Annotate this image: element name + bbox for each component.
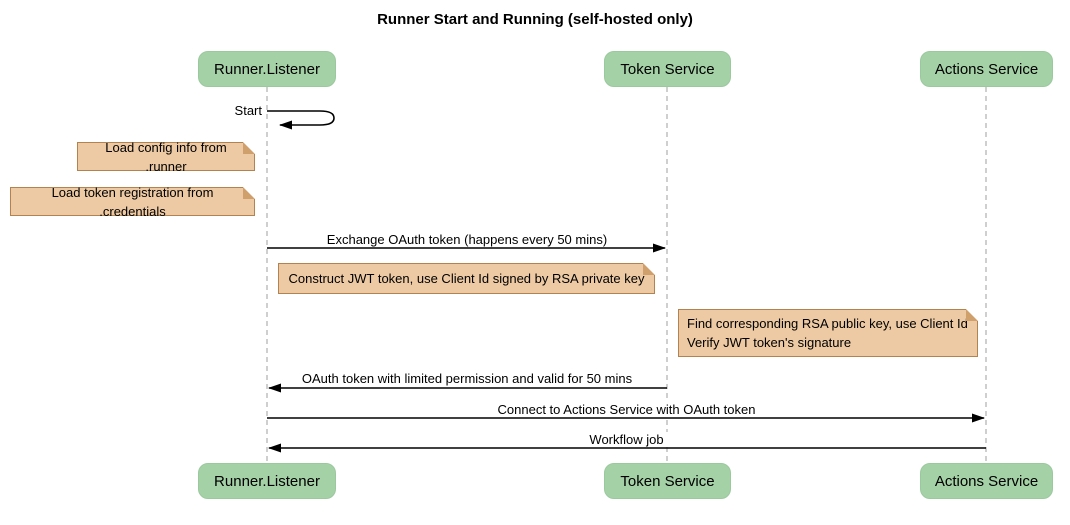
note-text: Construct JWT token, use Client Id signe… xyxy=(288,271,645,286)
participant-label: Runner.Listener xyxy=(214,60,320,78)
participant-label: Actions Service xyxy=(934,472,1039,490)
message-label-oauth-return: OAuth token with limited permission and … xyxy=(267,371,667,386)
participant-token-service-top: Token Service xyxy=(604,51,731,87)
message-label-connect-actions: Connect to Actions Service with OAuth to… xyxy=(267,402,986,417)
participant-label: Token Service xyxy=(620,60,715,78)
participant-runner-listener-top: Runner.Listener xyxy=(198,51,336,87)
message-label-exchange-oauth: Exchange OAuth token (happens every 50 m… xyxy=(267,232,667,247)
message-label-workflow-job: Workflow job xyxy=(267,432,986,447)
participant-label: Token Service xyxy=(620,472,715,490)
note-text: Find corresponding RSA public key, use C… xyxy=(687,316,968,350)
participant-runner-listener-bottom: Runner.Listener xyxy=(198,463,336,499)
message-line-start-self-loop xyxy=(267,110,335,130)
participant-actions-service-top: Actions Service xyxy=(920,51,1053,87)
note-load-token-registration: Load token registration from .credential… xyxy=(10,185,255,219)
participant-label: Runner.Listener xyxy=(214,472,320,490)
note-load-config: Load config info from .runner xyxy=(77,140,255,174)
note-construct-jwt: Construct JWT token, use Client Id signe… xyxy=(278,263,655,294)
participant-token-service-bottom: Token Service xyxy=(604,463,731,499)
note-verify-jwt: Find corresponding RSA public key, use C… xyxy=(678,309,978,357)
note-text: Load config info from .runner xyxy=(105,139,227,174)
diagram-title: Runner Start and Running (self-hosted on… xyxy=(377,11,693,28)
message-label-start: Start xyxy=(234,103,262,118)
participant-actions-service-bottom: Actions Service xyxy=(920,463,1053,499)
note-text: Load token registration from .credential… xyxy=(51,184,214,219)
participant-label: Actions Service xyxy=(934,60,1039,78)
